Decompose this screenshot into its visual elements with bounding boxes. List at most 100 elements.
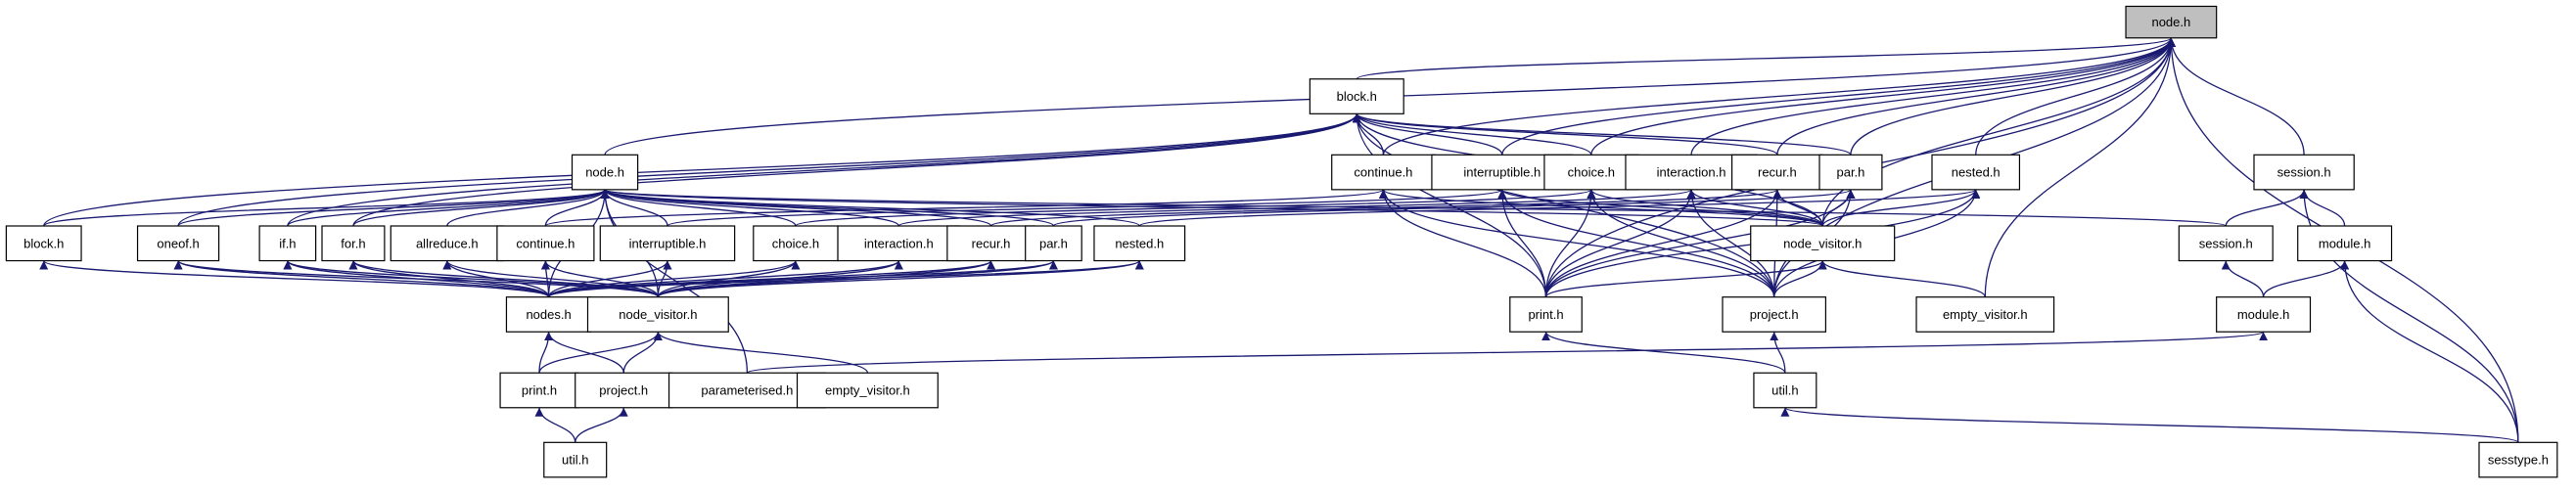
- edge-nodes-to-nested_low: [547, 259, 1144, 298]
- node-label: parameterised.h: [701, 383, 793, 398]
- node-label: interruptible.h: [629, 236, 707, 250]
- node-box: [2216, 296, 2312, 333]
- edge-par_mid-to-root: [1850, 37, 2176, 156]
- node-root[interactable]: node.h: [2125, 5, 2218, 39]
- node-label: node_visitor.h: [619, 307, 697, 322]
- node-box: [505, 296, 592, 333]
- node-label: node.h: [2151, 15, 2190, 29]
- node-allreduce[interactable]: allreduce.h: [390, 225, 504, 262]
- node-box: [1025, 225, 1082, 262]
- edge-interaction_low-to-interaction_mid: [897, 189, 1696, 227]
- edge-node_visitor_mid-to-interruptible_mid: [1497, 189, 1823, 227]
- node-box: [136, 225, 220, 262]
- edge-nodes-to-for: [348, 260, 550, 298]
- node-util-low[interactable]: util.h: [543, 441, 608, 478]
- edge-util_mid-to-print_mid: [1541, 331, 1786, 374]
- node-empty-visitor-right[interactable]: empty_visitor.h: [1915, 296, 2055, 333]
- node-nested-low[interactable]: nested.h: [1093, 225, 1186, 262]
- edge-module_low-to-module_right: [2262, 260, 2350, 297]
- node-continue-mid[interactable]: continue.h: [1331, 154, 1436, 191]
- node-box: [1509, 296, 1583, 333]
- node-interaction-low[interactable]: interaction.h: [837, 225, 961, 262]
- node-recur-low[interactable]: recur.h: [946, 225, 1035, 262]
- node-label: project.h: [1750, 307, 1799, 322]
- node-box: [2253, 154, 2355, 191]
- node-label: interaction.h: [864, 236, 934, 250]
- node-block-mid[interactable]: block.h: [1309, 78, 1404, 114]
- edge-session_low-to-session_right: [2225, 189, 2309, 227]
- node-box: [586, 296, 729, 333]
- edge-node_visitor_low-to-interruptible_low: [657, 260, 672, 297]
- node-label: print.h: [1528, 307, 1563, 322]
- node-choice-mid[interactable]: choice.h: [1543, 154, 1639, 191]
- node-oneof[interactable]: oneof.h: [136, 225, 220, 262]
- node-util-mid[interactable]: util.h: [1753, 372, 1817, 409]
- node-empty-visitor-low[interactable]: empty_visitor.h: [796, 372, 939, 409]
- node-for[interactable]: for.h: [321, 225, 386, 262]
- node-node-mid[interactable]: node.h: [571, 154, 639, 191]
- edge-par_low-to-par_mid: [1052, 189, 1856, 227]
- node-label: recur.h: [1758, 165, 1797, 180]
- edge-interruptible_low-to-interruptible_mid: [667, 189, 1506, 227]
- node-box: [543, 441, 608, 478]
- edge-session_low-to-node_mid: [601, 189, 2227, 227]
- edge-node_visitor_low-to-for: [348, 259, 660, 298]
- edge-project_low-to-nodes: [544, 332, 624, 374]
- node-module-right[interactable]: module.h: [2297, 225, 2393, 262]
- edge-module_low-to-session_low: [2221, 260, 2265, 297]
- edge-nodes-to-block_left: [39, 259, 550, 298]
- node-sesstype[interactable]: sesstype.h: [2478, 441, 2558, 478]
- node-par-low[interactable]: par.h: [1025, 225, 1082, 262]
- edge-node_visitor_low-to-if: [283, 259, 660, 298]
- node-box: [837, 225, 961, 262]
- node-session-right[interactable]: session.h: [2253, 154, 2355, 191]
- node-box: [1093, 225, 1186, 262]
- edge-node_visitor_mid-to-continue_mid: [1379, 189, 1823, 227]
- node-nested-right[interactable]: nested.h: [1931, 154, 2021, 191]
- node-box: [575, 372, 673, 409]
- edge-util_low-to-print_low: [534, 407, 576, 443]
- node-box: [496, 225, 595, 262]
- node-label: empty_visitor.h: [825, 383, 910, 398]
- node-print-mid[interactable]: print.h: [1509, 296, 1583, 333]
- node-box: [1730, 154, 1823, 191]
- node-continue-low[interactable]: continue.h: [496, 225, 595, 262]
- node-box: [5, 225, 82, 262]
- node-nodes[interactable]: nodes.h: [505, 296, 592, 333]
- edge-recur_mid-to-root: [1776, 37, 2176, 156]
- node-if[interactable]: if.h: [258, 225, 317, 262]
- node-project-low[interactable]: project.h: [575, 372, 673, 409]
- node-label: nested.h: [1952, 165, 2001, 180]
- edge-project_mid-to-choice_mid: [1587, 189, 1775, 297]
- node-interruptible-low[interactable]: interruptible.h: [599, 225, 736, 262]
- edge-continue_mid-to-root: [1382, 37, 2176, 156]
- edge-print_mid-to-interaction_mid: [1544, 189, 1696, 297]
- node-label: module.h: [2319, 236, 2370, 250]
- node-label: block.h: [23, 236, 64, 250]
- node-node-visitor-mid[interactable]: node_visitor.h: [1750, 225, 1896, 262]
- node-project-mid[interactable]: project.h: [1722, 296, 1826, 333]
- node-box: [2125, 5, 2218, 39]
- edge-interaction_mid-to-root: [1690, 37, 2176, 156]
- node-box: [390, 225, 504, 262]
- node-block-left[interactable]: block.h: [5, 225, 82, 262]
- node-label: choice.h: [1568, 165, 1615, 180]
- node-par-mid[interactable]: par.h: [1818, 154, 1883, 191]
- edge-nodes-to-interruptible_low: [547, 260, 672, 297]
- node-choice-low[interactable]: choice.h: [753, 225, 839, 262]
- node-label: if.h: [279, 236, 296, 250]
- node-print-low[interactable]: print.h: [499, 372, 579, 409]
- node-box: [1931, 154, 2021, 191]
- edge-oneof-to-block_mid: [177, 113, 1361, 227]
- node-recur-mid[interactable]: recur.h: [1730, 154, 1823, 191]
- node-session-low[interactable]: session.h: [2178, 225, 2274, 262]
- edge-sesstype-to-module_right: [2340, 260, 2519, 443]
- node-label: par.h: [1836, 165, 1864, 180]
- node-node-visitor-low[interactable]: node_visitor.h: [586, 296, 729, 333]
- node-module-low[interactable]: module.h: [2216, 296, 2312, 333]
- edge-node_visitor_mid-to-root: [1821, 37, 2176, 227]
- edge-block_mid-to-root: [1356, 37, 2176, 80]
- edge-interruptible_mid-to-block_mid: [1352, 113, 1503, 156]
- edge-sesstype-to-util_mid: [1780, 407, 2519, 443]
- node-label: empty_visitor.h: [1943, 307, 2028, 322]
